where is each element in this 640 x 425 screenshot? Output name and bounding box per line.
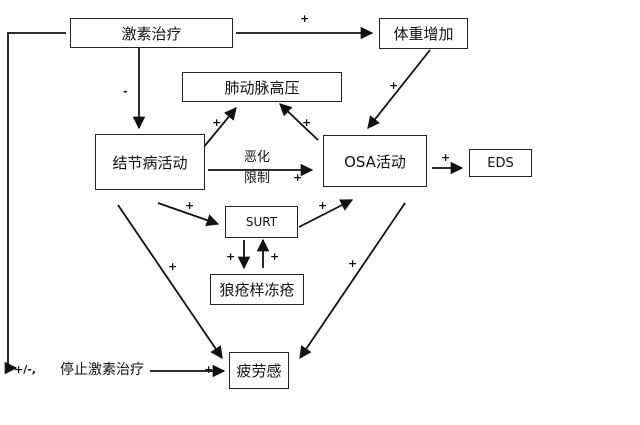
edge-sarcoid-to-fatigue xyxy=(117,204,223,360)
edge-weight-to-osa xyxy=(367,49,431,129)
sign-hormone-weight: + xyxy=(300,12,310,25)
sign-sarcoid-fatigue: + xyxy=(168,260,178,273)
sign-hormone-sarcoid: - xyxy=(123,85,128,98)
node-osa-activity: OSA活动 xyxy=(323,135,427,187)
edge-sarcoid-to-surt xyxy=(157,202,220,227)
node-eds: EDS xyxy=(469,149,532,177)
edge-osa-to-pulmonary xyxy=(279,103,319,141)
node-lupus-pernio: 狼疮样冻疮 xyxy=(210,274,304,305)
sign-surt-osa: + xyxy=(318,199,328,212)
node-hormone-therapy: 激素治疗 xyxy=(70,18,233,48)
sign-stop-hormone-fatigue: + xyxy=(204,363,214,376)
edge-label-aggravate: 恶化 xyxy=(244,150,271,165)
sign-hormone-feedback: +/-, xyxy=(14,363,36,376)
edge-label-stop-hormone: 停止激素治疗 xyxy=(60,362,144,378)
node-surt: SURT xyxy=(225,206,298,238)
node-weight-gain: 体重增加 xyxy=(379,18,468,49)
edge-osa-to-fatigue xyxy=(299,202,406,360)
node-sarcoid-activity: 结节病活动 xyxy=(95,134,205,190)
sign-osa-fatigue: + xyxy=(348,257,358,270)
edge-label-restrict: 限制 xyxy=(244,171,271,186)
sign-osa-eds: + xyxy=(441,151,451,164)
node-pulmonary-hypertension: 肺动脉高压 xyxy=(182,72,342,102)
sign-sarcoid-surt: + xyxy=(185,199,195,212)
sign-lupus-surt: + xyxy=(270,250,280,263)
sign-osa-pulmonary: + xyxy=(302,116,312,129)
node-fatigue: 疲劳感 xyxy=(229,352,289,389)
sign-sarcoid-pulmonary: + xyxy=(212,116,222,129)
edge-hormone-feedback-left xyxy=(4,32,66,375)
edge-surt-to-osa xyxy=(298,199,354,228)
sign-weight-osa: + xyxy=(389,79,399,92)
sign-surt-lupus: + xyxy=(226,250,236,263)
edge-sarcoid-to-pulmonary xyxy=(202,107,237,149)
sign-sarcoid-osa: + xyxy=(293,171,303,184)
